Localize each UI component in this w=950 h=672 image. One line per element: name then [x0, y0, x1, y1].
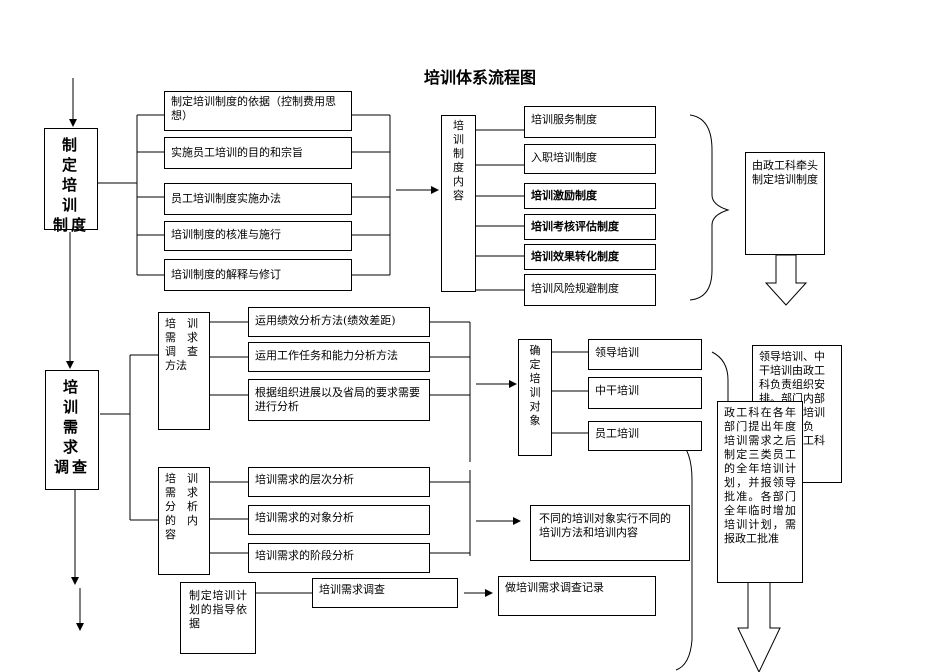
plan-basis: 制定培训计划的指导依据 [180, 582, 256, 654]
content-item-incentive: 培训激励制度 [524, 183, 656, 209]
section-system: 制 定 培 训 制度 [44, 128, 98, 234]
section-survey: 培 训 需 求 调查 [45, 370, 99, 490]
analysis-label: 培 训 需 求 分 析 的 内 容 [158, 467, 210, 575]
method-performance: 运用绩效分析方法(绩效差距) [248, 307, 430, 337]
system-item-approval: 培训制度的核准与施行 [164, 221, 352, 251]
survey-item: 培训需求调查 [312, 578, 458, 608]
responsible-note: 由政工科牵头制定培训制度 [745, 152, 825, 255]
content-item-risk: 培训风险规避制度 [524, 274, 656, 306]
content-item-transfer: 培训效果转化制度 [524, 244, 656, 270]
page-title: 培训体系流程图 [423, 68, 536, 87]
content-item-service: 培训服务制度 [524, 106, 656, 138]
methods-label: 培 训 需 求 调 查 方法 [158, 312, 210, 430]
analysis-stage: 培训需求的阶段分析 [248, 543, 430, 573]
system-item-purpose: 实施员工培训的目的和宗旨 [164, 137, 352, 169]
content-label: 培 训 制 度 内 容 [441, 115, 476, 292]
staff-note: 政工科在各年部门提出年度培训需求之后制定三类员工的全年培训计划，并报领导批准。各… [717, 401, 803, 583]
target-middle: 中干培训 [588, 377, 702, 409]
diff-note: 不同的培训对象实行不同的培训方法和培训内容 [530, 505, 690, 561]
analysis-object: 培训需求的对象分析 [248, 505, 430, 535]
analysis-level: 培训需求的层次分析 [248, 467, 430, 497]
method-organization: 根据组织进展以及省局的要求需要进行分析 [248, 379, 430, 421]
content-item-induction: 入职培训制度 [524, 144, 656, 174]
system-item-revision: 培训制度的解释与修订 [164, 259, 352, 291]
system-item-implementation: 员工培训制度实施办法 [164, 183, 352, 215]
target-label: 确 定 培 训 对 象 [518, 339, 552, 456]
record-item: 做培训需求调查记录 [498, 576, 656, 616]
target-staff: 员工培训 [588, 421, 702, 451]
content-item-evaluation: 培训考核评估制度 [524, 214, 656, 240]
target-leader: 领导培训 [588, 339, 702, 370]
method-task-ability: 运用工作任务和能力分析方法 [248, 342, 430, 372]
system-item-basis: 制定培训制度的依据（控制费用思想） [164, 91, 352, 131]
